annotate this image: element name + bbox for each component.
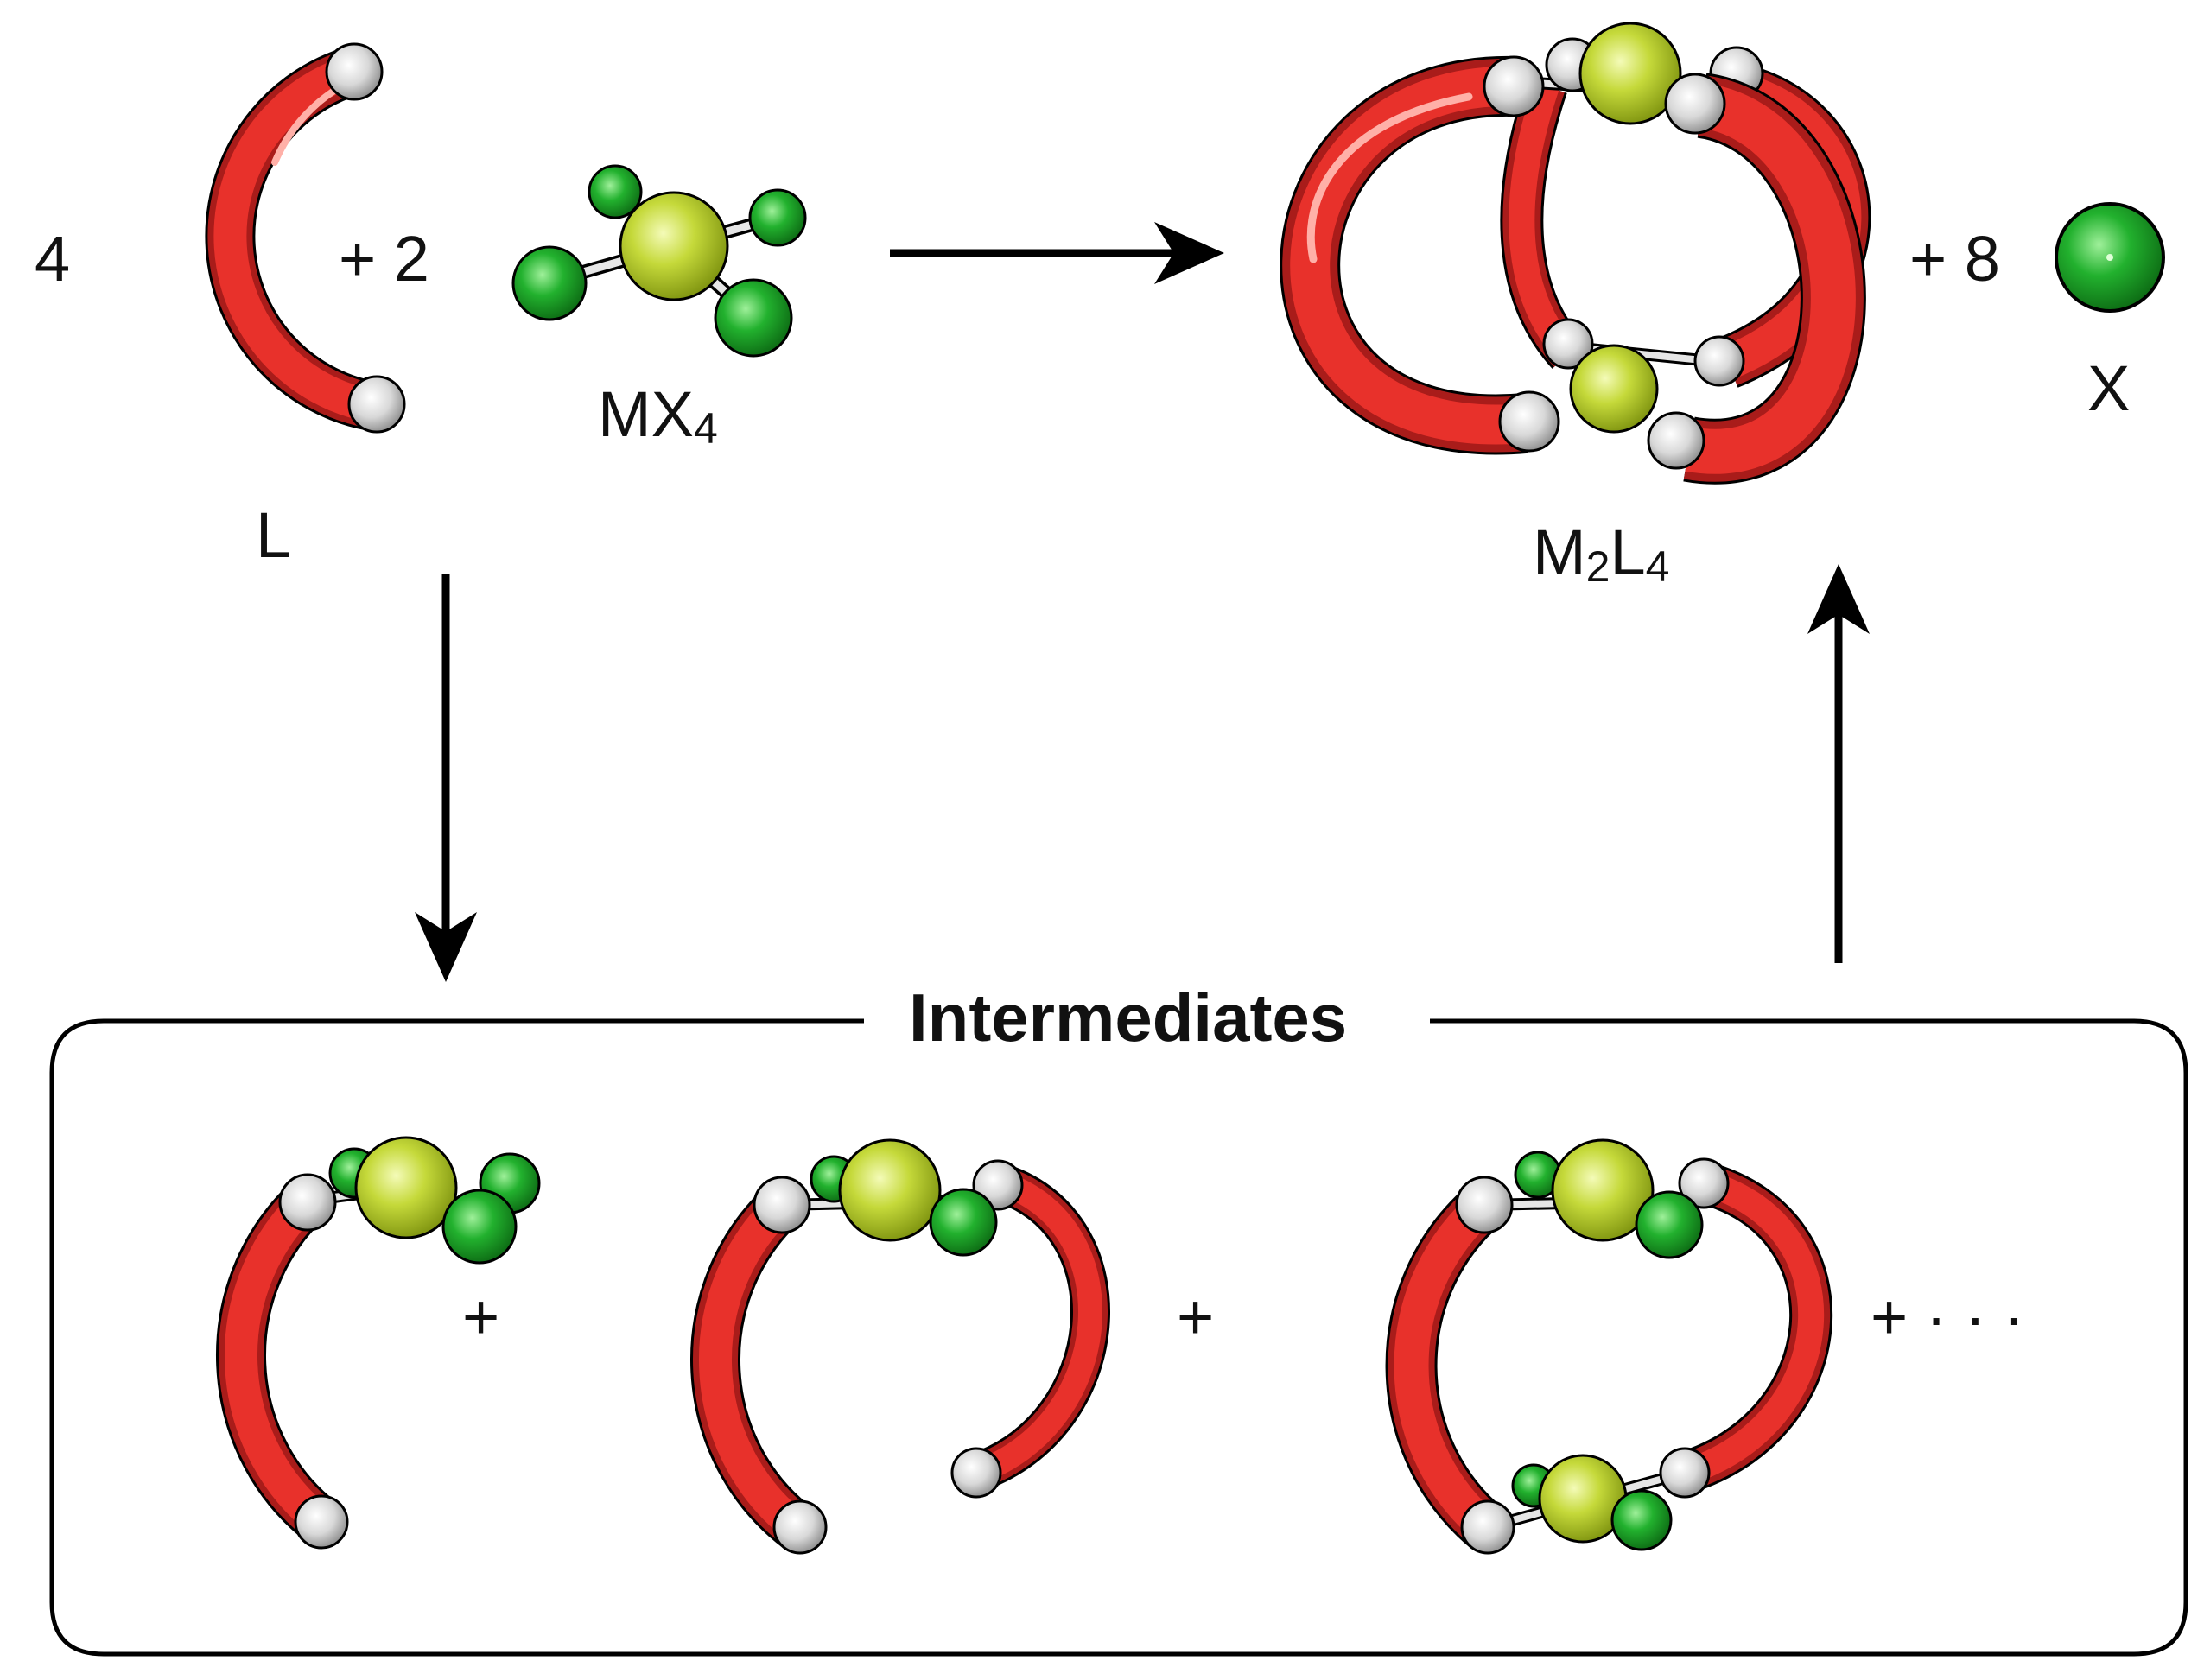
intermediate-plus-2: + <box>1177 1281 1214 1353</box>
label-MX4: MX4 <box>598 378 718 453</box>
intermediates-title: Intermediates <box>909 979 1347 1056</box>
label-M2L4: M2L4 <box>1533 517 1669 591</box>
halide-X <box>2055 202 2165 313</box>
coefficient-L: 4 <box>35 223 70 295</box>
label-L: L <box>256 499 291 571</box>
plus-eight: + 8 <box>1909 223 2000 295</box>
intermediate-plus-more: + · · · <box>1871 1281 2025 1353</box>
m2l4-cage <box>1280 22 1871 485</box>
label-X: X <box>2087 352 2130 424</box>
intermediate-3 <box>1385 1138 1833 1555</box>
intermediates-box <box>49 1018 2188 1657</box>
ligand-L <box>205 42 406 434</box>
plus-two: + 2 <box>339 223 429 295</box>
intermediate-plus-1: + <box>462 1281 499 1353</box>
intermediate-1 <box>215 1136 541 1550</box>
mx4-molecule <box>511 164 807 358</box>
intermediate-2 <box>690 1138 1110 1555</box>
